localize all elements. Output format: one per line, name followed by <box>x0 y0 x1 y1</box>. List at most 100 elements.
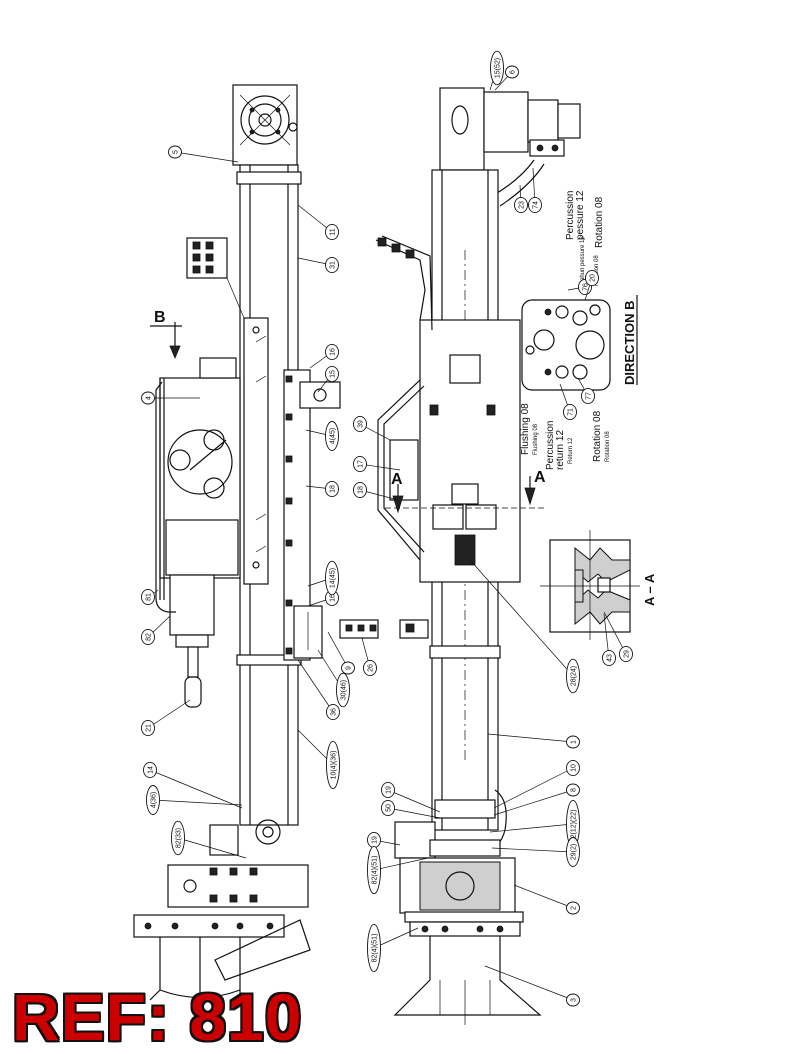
callout-bubble <box>141 628 155 646</box>
reference-number: REF: 810 <box>12 980 303 1054</box>
callout-leader-line <box>373 927 419 949</box>
callout-leader-line <box>177 837 247 859</box>
callout-bubble <box>353 455 367 473</box>
callout-number: 3 <box>571 998 578 1002</box>
callout-bubble <box>353 481 367 499</box>
callout-number: 82(33) <box>176 828 183 848</box>
callout-number: 5 <box>173 150 180 154</box>
callout-bubble <box>581 387 595 405</box>
callout-number: 76 <box>583 283 590 291</box>
callout-leader-line <box>469 559 574 677</box>
callout-number: 31 <box>330 261 337 269</box>
callout-number: 36 <box>331 708 338 716</box>
callout-bubble <box>141 588 155 606</box>
callout-bubble <box>325 560 339 596</box>
callout-leader-line <box>152 799 243 806</box>
right-front-view <box>375 87 581 1025</box>
callout-bubble <box>514 196 528 214</box>
percussion-return-label-1: Percussion <box>545 421 556 470</box>
section-aa-title: A – A <box>642 573 657 606</box>
callout-bubble <box>566 759 580 777</box>
callout-number: 71 <box>568 408 575 416</box>
callout-number: 4(36) <box>151 792 158 808</box>
callout-number: 39 <box>358 420 365 428</box>
callout-bubble <box>619 645 633 663</box>
callout-number: 1 <box>571 740 578 744</box>
callout-bubble <box>528 196 542 214</box>
callout-number: 9 <box>346 666 353 670</box>
callout-leader-line <box>603 611 627 655</box>
rotation-bottom-label: Rotation 08 <box>592 410 603 462</box>
callout-bubble <box>171 820 185 856</box>
callout-leader-line <box>297 659 334 713</box>
callout-leader-line <box>327 631 349 669</box>
callout-bubble <box>325 343 339 361</box>
callout-bubble <box>381 781 395 799</box>
callout-leader-line <box>489 823 574 833</box>
port-labels: Percussion pessure 12 Rotation 08 Mahun … <box>520 190 611 470</box>
callout-bubble <box>566 837 580 867</box>
rotation-bottom-sublabel: Rotation 08 <box>605 431 611 462</box>
callout-leader-line <box>149 769 243 809</box>
callout-bubble <box>367 923 381 973</box>
callout-number: 10(4)(36) <box>331 751 338 780</box>
callout-bubble <box>566 735 580 749</box>
callout-number: 16 <box>330 594 337 602</box>
callout-number: 11 <box>330 228 337 235</box>
callout-bubble <box>326 703 340 721</box>
callout-leader-line <box>487 733 574 743</box>
callout-number: 19 <box>372 836 379 844</box>
callout-number: 50 <box>386 804 393 812</box>
callout-bubble <box>143 761 157 779</box>
callout-number: 30(46) <box>341 680 348 700</box>
callout-bubble <box>602 649 616 667</box>
callout-number: 18 <box>330 485 337 493</box>
callout-leader-line <box>147 699 191 729</box>
callout-number: 14 <box>148 766 155 774</box>
callout-bubble <box>146 785 160 815</box>
callout-number: 2(12)(22) <box>571 810 578 839</box>
callout-bubble <box>381 799 395 817</box>
callout-bubble <box>341 661 355 675</box>
callout-leader-line <box>513 884 574 909</box>
callout-leader-line <box>387 789 441 813</box>
flushing-sublabel: Flushing 08 <box>533 423 539 455</box>
left-side-view <box>133 84 429 1001</box>
callout-number: 17 <box>358 460 365 468</box>
callout-bubble <box>566 658 580 694</box>
callout-number: 15(52) <box>495 58 502 78</box>
percussion-pressure-label-2: pessure 12 <box>575 190 586 240</box>
section-aa-detail <box>540 530 640 640</box>
callout-bubble <box>585 269 599 287</box>
direction-b-title: DIRECTION B <box>622 301 637 386</box>
callout-leader-line <box>174 151 239 163</box>
callout-number: 82 <box>146 633 153 641</box>
callout-number: 29(2) <box>571 844 578 860</box>
callout-number: 74 <box>533 201 540 209</box>
rotation-top-sublabel: Rotation 08 <box>594 255 600 286</box>
callout-leader-line <box>484 965 574 1001</box>
percussion-pressure-label-1: Percussion <box>565 191 576 240</box>
flushing-label: Flushing 08 <box>520 403 531 455</box>
view-markers: B A A DIRECTION B A – A <box>150 295 657 606</box>
callout-number: 28(24) <box>571 666 578 686</box>
callout-number: 26 <box>368 664 375 672</box>
callout-bubble <box>141 391 155 405</box>
callout-number: 21 <box>146 724 153 732</box>
percussion-return-label-2: return 12 <box>555 430 566 470</box>
callout-number: 4 <box>146 396 153 400</box>
view-arrow-a-right-label: A <box>534 469 546 486</box>
callout-number: 19 <box>386 786 393 794</box>
callout-number: 23 <box>519 201 526 209</box>
callout-number: 18 <box>358 486 365 494</box>
callout-bubble <box>325 365 339 383</box>
callout-number: 16 <box>330 348 337 356</box>
callout-bubble <box>325 421 339 451</box>
callout-bubble <box>325 480 339 498</box>
callout-leader-line <box>373 857 429 871</box>
callout-number: 14(45) <box>330 568 337 588</box>
percussion-return-sublabel: Return 12 <box>568 437 574 464</box>
view-arrow-b-label: B <box>154 309 166 326</box>
callout-bubble <box>168 145 182 159</box>
callout-number: 4(45) <box>330 428 337 444</box>
